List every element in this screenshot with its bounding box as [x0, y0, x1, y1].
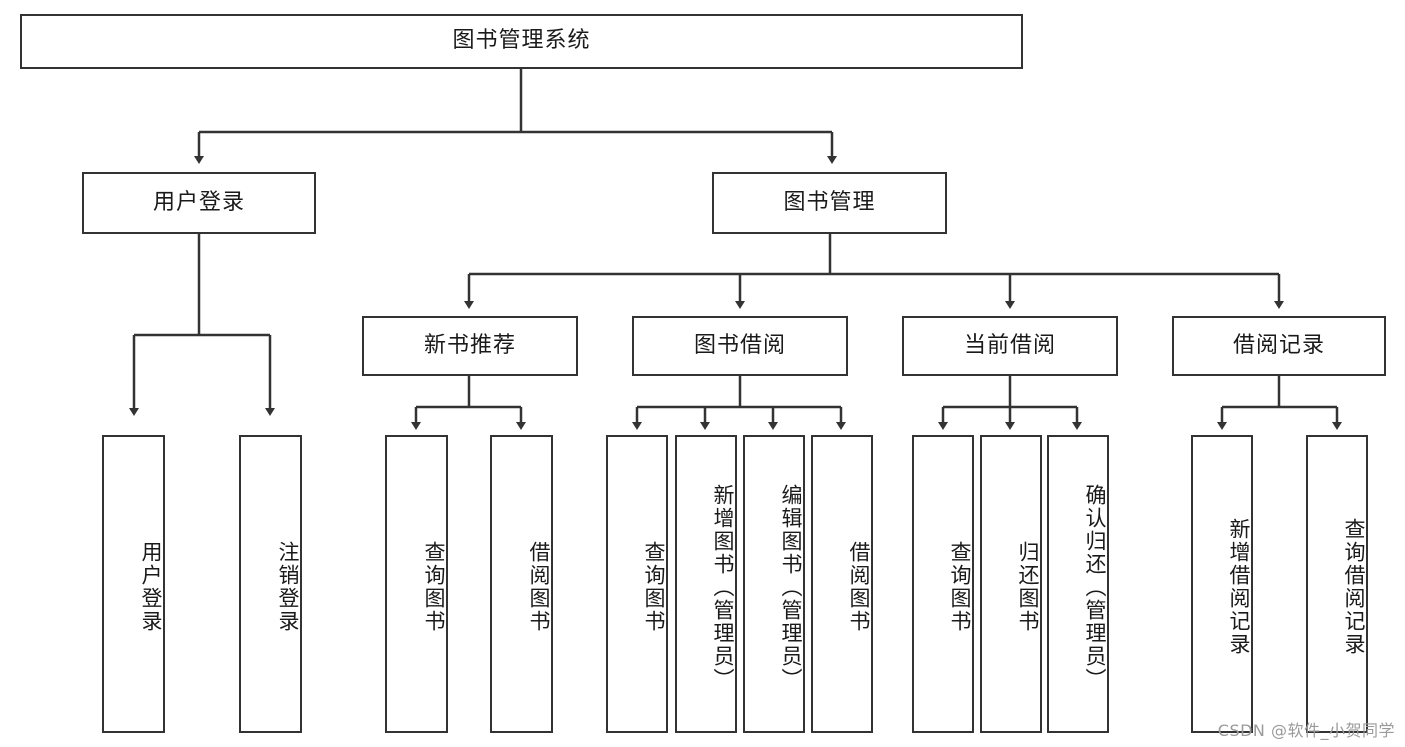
leaf-book-borrow-query-book[interactable]: 查询图书 [606, 435, 668, 733]
leaf-borrow-record-query-record[interactable]: 查询借阅记录 [1306, 435, 1368, 733]
node-label: 归还图书 [1016, 541, 1040, 633]
leaf-user-login-login[interactable]: 用户登录 [102, 435, 165, 733]
node-book-borrow[interactable]: 图书借阅 [632, 316, 848, 376]
leaf-book-borrow-borrow-book[interactable]: 借阅图书 [811, 435, 873, 733]
node-book-management[interactable]: 图书管理 [712, 172, 947, 234]
leaf-book-borrow-edit-book-admin[interactable]: 编辑图书（管理员） [743, 435, 805, 733]
node-label: 新增图书（管理员） [711, 483, 735, 691]
leaf-current-borrow-return-book[interactable]: 归还图书 [980, 435, 1042, 733]
node-borrow-record[interactable]: 借阅记录 [1172, 316, 1386, 376]
node-label: 图书管理 [783, 189, 876, 215]
csdn-watermark: CSDN @软件_小贺同学 [1217, 721, 1395, 740]
node-label: 图书管理系统 [452, 28, 591, 54]
node-label: 查询图书 [948, 541, 972, 633]
node-root-book-management-system[interactable]: 图书管理系统 [20, 14, 1023, 69]
node-label: 当前借阅 [963, 332, 1056, 358]
node-label: 借阅图书 [847, 541, 871, 633]
node-label: 新书推荐 [423, 332, 516, 358]
node-label: 图书借阅 [693, 332, 786, 358]
node-label: 注销登录 [276, 541, 300, 633]
node-user-login[interactable]: 用户登录 [82, 172, 316, 234]
node-current-borrow[interactable]: 当前借阅 [902, 316, 1118, 376]
node-label: 查询图书 [422, 541, 446, 633]
node-label: 确认归还（管理员） [1083, 483, 1107, 691]
node-label: 查询借阅记录 [1342, 518, 1366, 656]
leaf-user-login-logout[interactable]: 注销登录 [239, 435, 302, 733]
node-label: 借阅图书 [527, 541, 551, 633]
leaf-current-borrow-query-book[interactable]: 查询图书 [912, 435, 974, 733]
leaf-new-book-query-book[interactable]: 查询图书 [385, 435, 448, 733]
node-label: 查询图书 [642, 541, 666, 633]
leaf-current-borrow-confirm-return-admin[interactable]: 确认归还（管理员） [1047, 435, 1109, 733]
node-label: 借阅记录 [1232, 332, 1325, 358]
node-label: 用户登录 [152, 189, 245, 215]
node-new-book-recommend[interactable]: 新书推荐 [362, 316, 578, 376]
node-label: 编辑图书（管理员） [779, 483, 803, 691]
node-label: 新增借阅记录 [1227, 518, 1251, 656]
leaf-new-book-borrow-book[interactable]: 借阅图书 [490, 435, 553, 733]
node-label: 用户登录 [139, 541, 163, 633]
leaf-borrow-record-add-record[interactable]: 新增借阅记录 [1191, 435, 1253, 733]
leaf-book-borrow-add-book-admin[interactable]: 新增图书（管理员） [675, 435, 737, 733]
